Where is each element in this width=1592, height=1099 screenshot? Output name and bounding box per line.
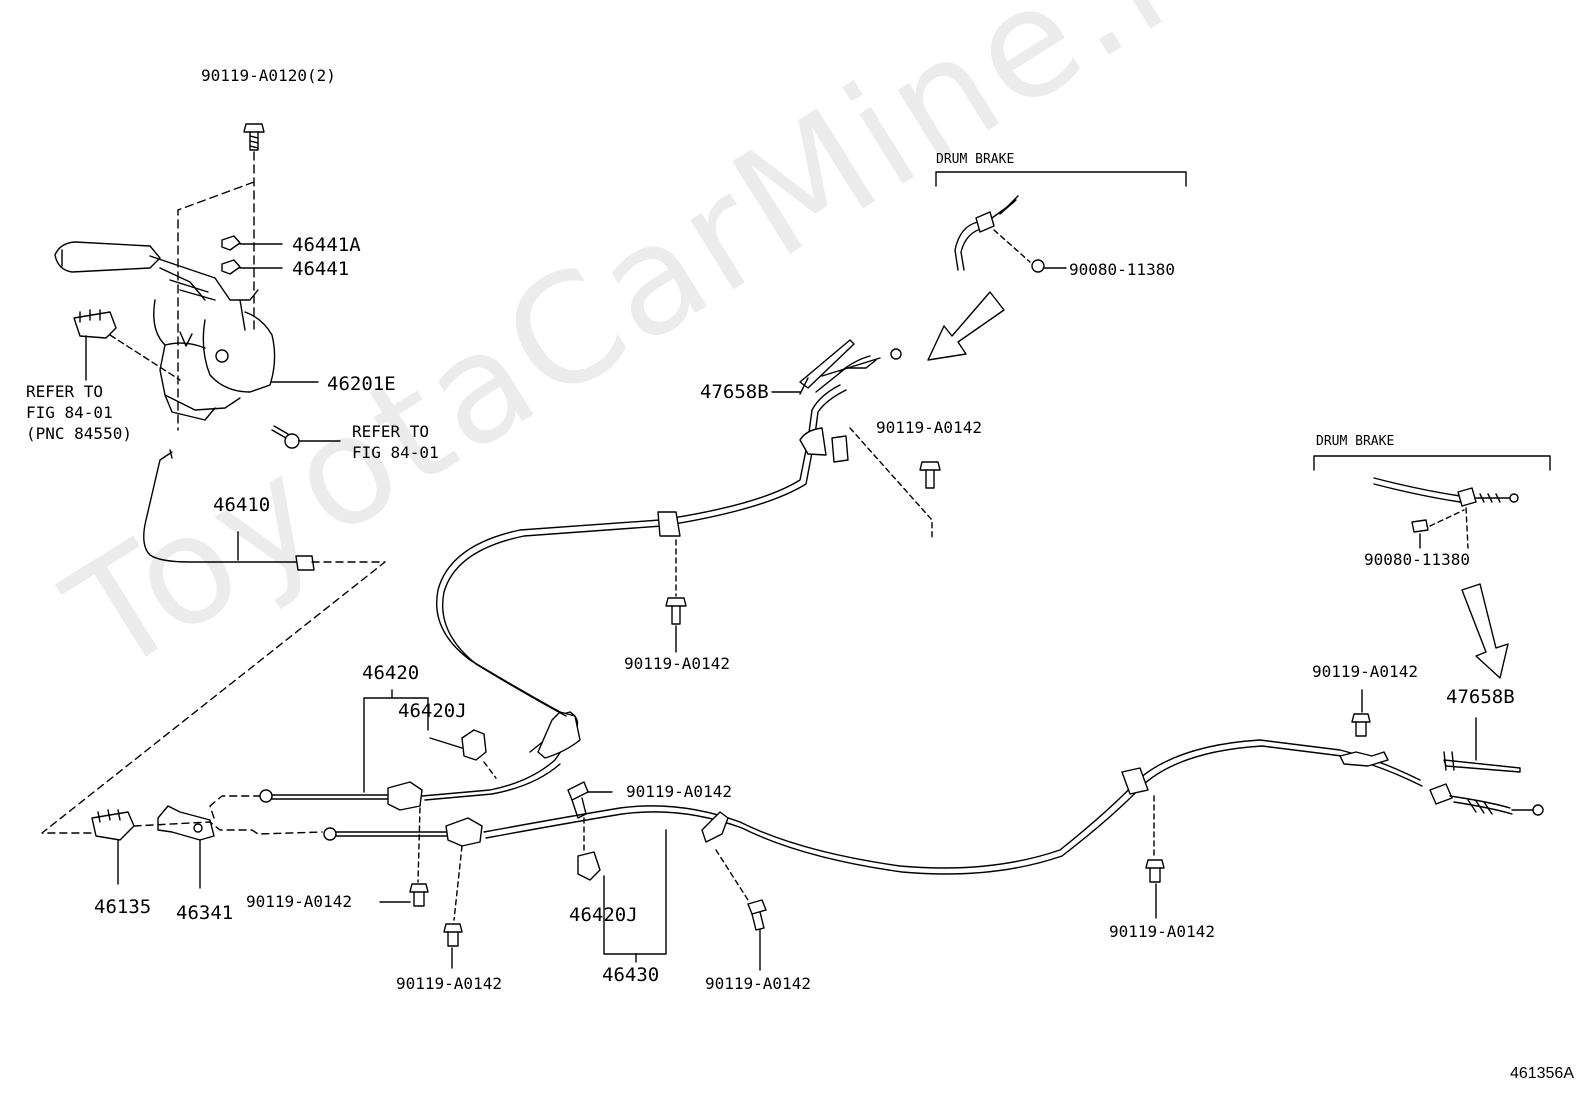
equalizer — [91, 809, 135, 885]
rear-right-bracket — [1339, 751, 1544, 816]
label-clamp-left: 46420J — [398, 700, 467, 722]
label-refer-left-2: FIG 84-01 — [26, 403, 113, 422]
label-left-cable: 46420 — [362, 662, 420, 684]
front-cable — [143, 449, 315, 571]
bolt-upper-cable — [665, 539, 687, 653]
label-drum-brake-1: DRUM BRAKE — [936, 152, 1015, 167]
bolts-lower — [379, 689, 1371, 971]
label-front-cable: 46410 — [213, 494, 271, 516]
label-clamp-lower: 46420J — [569, 904, 638, 926]
label-shoe-lever-right: 47658B — [1446, 686, 1515, 708]
cable-path-dash — [41, 561, 386, 834]
label-bolt-a: 90119-A0142 — [876, 418, 982, 437]
parking-brake-lever — [54, 241, 276, 421]
label-bolt-d: 90119-A0142 — [246, 892, 352, 911]
shoe-lever-right — [1443, 717, 1521, 773]
label-bolt-top: 90119-A0120(2) — [201, 66, 336, 85]
label-nut: 46441 — [292, 258, 350, 280]
label-bolt-g: 90119-A0142 — [1109, 922, 1215, 941]
label-refer-left-3: (PNC 84550) — [26, 424, 132, 443]
label-bolt-e: 90119-A0142 — [396, 974, 502, 993]
label-equalizer: 46135 — [94, 896, 152, 918]
label-refer-right-1: REFER TO — [352, 422, 430, 441]
shoe-lever-left — [771, 339, 902, 395]
right-rear-cable — [323, 739, 1423, 875]
brake-switch — [73, 309, 181, 381]
label-bolt-c: 90119-A0142 — [626, 782, 732, 801]
label-refer-right-2: FIG 84-01 — [352, 443, 439, 462]
left-rear-cable — [259, 384, 847, 811]
left-clamp — [429, 729, 497, 779]
label-bolt-b: 90119-A0142 — [624, 654, 730, 673]
label-nut-a: 46441A — [292, 234, 361, 256]
label-bolt-drum-2: 90080-11380 — [1364, 550, 1470, 569]
label-shoe-lever-left: 47658B — [700, 381, 769, 403]
top-bolt — [177, 123, 265, 431]
label-right-cable: 46430 — [602, 964, 660, 986]
diagram-id: 461356A — [1509, 1065, 1574, 1082]
label-bolt-drum-1: 90080-11380 — [1069, 260, 1175, 279]
label-refer-left-1: REFER TO — [26, 382, 104, 401]
nuts — [221, 235, 283, 275]
callout-brackets — [363, 689, 667, 963]
arrow-right — [1461, 583, 1509, 679]
drum-brake-right — [1313, 455, 1551, 549]
label-bolt-h: 90119-A0142 — [1312, 662, 1418, 681]
bracket — [157, 805, 215, 889]
label-bracket: 46341 — [176, 902, 234, 924]
bolt-drum-top — [831, 427, 941, 541]
label-lever: 46201E — [327, 373, 396, 395]
label-drum-brake-2: DRUM BRAKE — [1316, 434, 1395, 449]
refer-bolt — [271, 425, 341, 449]
drum-brake-top — [935, 171, 1187, 273]
lower-clamp — [577, 817, 601, 881]
label-bolt-f: 90119-A0142 — [705, 974, 811, 993]
arrow-top — [927, 291, 1005, 361]
